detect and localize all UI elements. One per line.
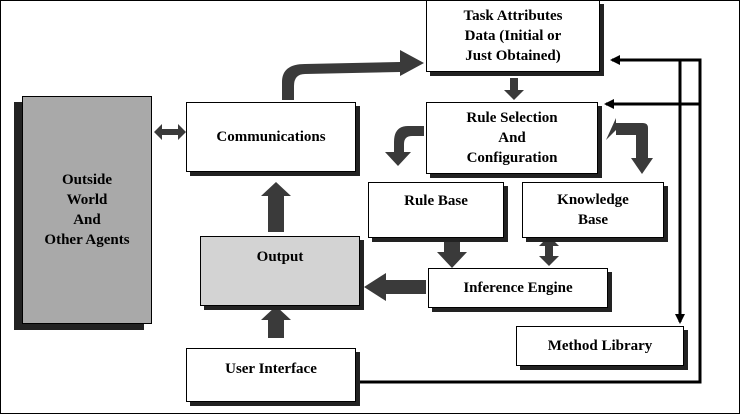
arrow-user-interface-to-output <box>261 306 291 338</box>
communications-box: Communications <box>186 102 356 172</box>
outside-world-box: Outside World And Other Agents <box>22 96 152 324</box>
outside-world-label: Outside World And Other Agents <box>44 172 130 248</box>
rule-selection-box: Rule Selection And Configuration <box>426 102 598 174</box>
inference-engine-label: Inference Engine <box>463 280 573 296</box>
user-interface-label: User Interface <box>225 361 317 377</box>
output-label: Output <box>256 249 304 265</box>
method-library-box: Method Library <box>516 326 684 366</box>
arrow-task-to-rule-selection <box>504 78 524 100</box>
knowledge-base-box: Knowledge Base <box>522 182 664 238</box>
method-library-label: Method Library <box>547 338 653 354</box>
arrow-output-to-communications <box>261 182 291 232</box>
arrow-outside-communications <box>154 124 186 140</box>
arrow-rule-base-to-inference <box>437 238 467 268</box>
arrow-communications-task-attributes <box>282 50 424 100</box>
task-attributes-label: Task Attributes Data (Initial or Just Ob… <box>463 8 563 64</box>
rule-selection-label: Rule Selection And Configuration <box>466 110 558 166</box>
arrow-inference-to-output <box>364 273 426 301</box>
arrow-rule-selection-to-rule-base <box>385 126 424 166</box>
task-attributes-box: Task Attributes Data (Initial or Just Ob… <box>426 0 600 72</box>
rule-base-label: Rule Base <box>404 193 468 209</box>
line-to-method-library <box>620 58 685 324</box>
inference-engine-box: Inference Engine <box>428 268 608 308</box>
output-box: Output <box>200 236 360 306</box>
knowledge-base-label: Knowledge Base <box>557 192 629 228</box>
user-interface-box: User Interface <box>186 348 356 402</box>
arrow-knowledge-base-inference <box>539 236 559 266</box>
communications-label: Communications <box>216 129 326 145</box>
arrow-rule-selection-knowledge-base <box>606 118 653 174</box>
rule-base-box: Rule Base <box>368 182 504 238</box>
